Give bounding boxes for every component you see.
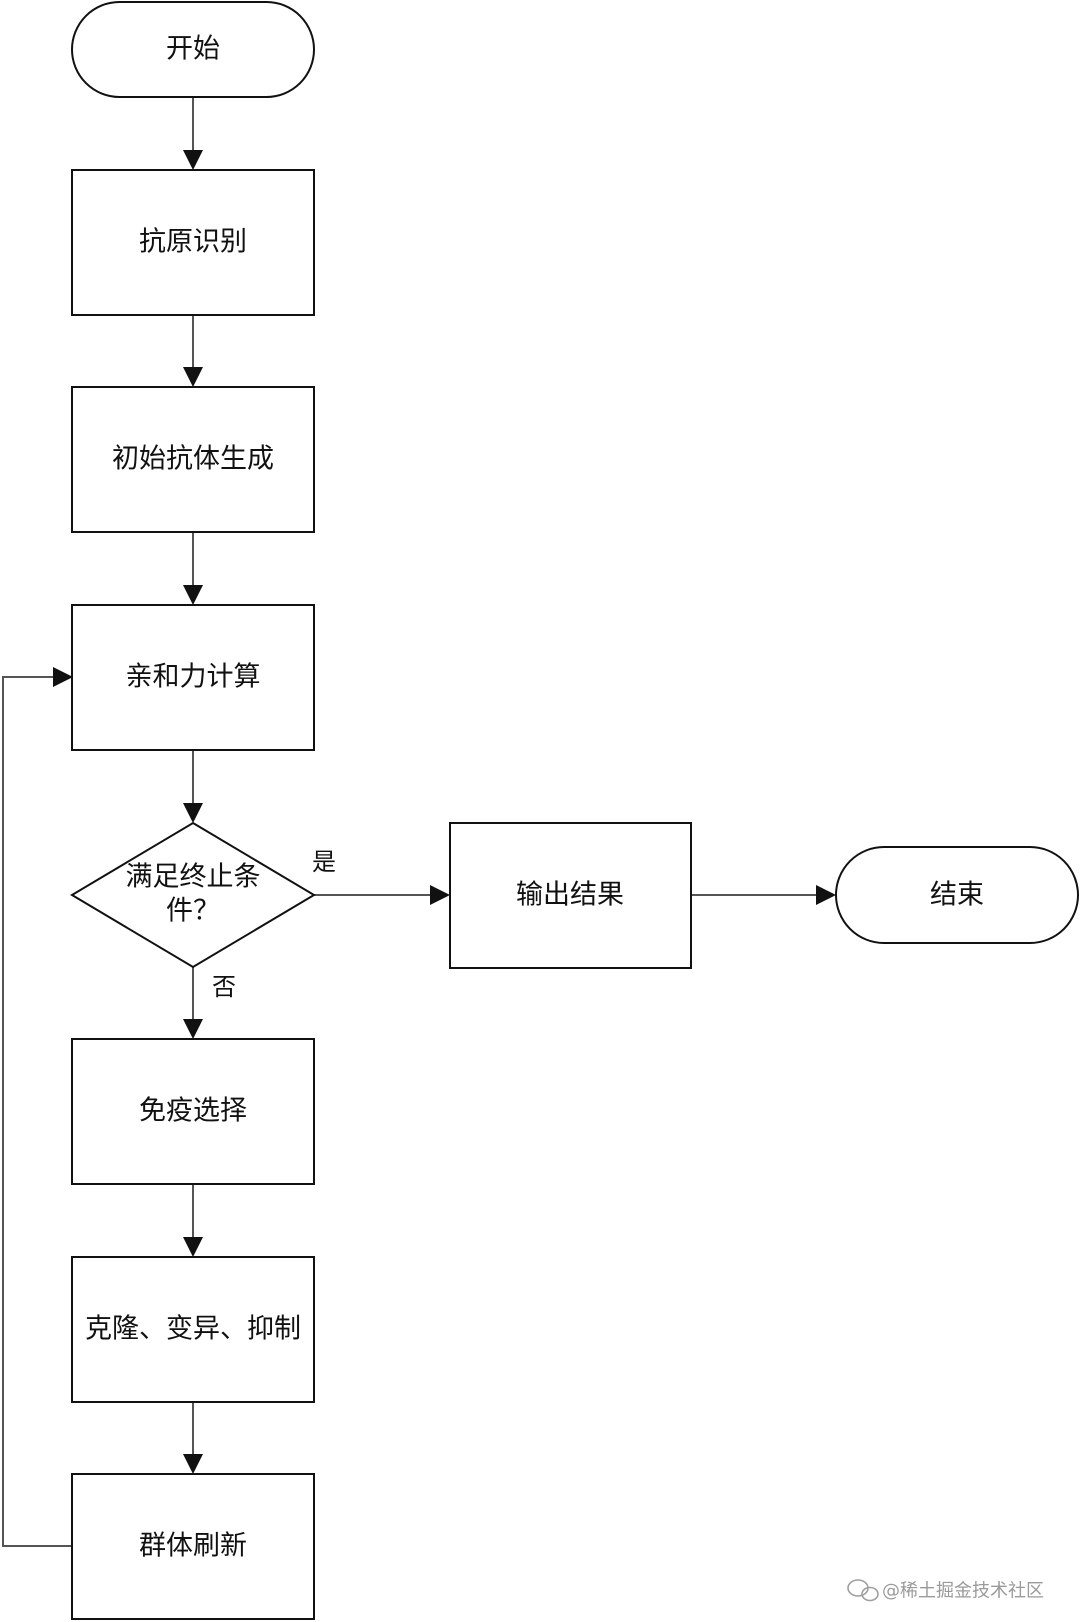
antigen-process xyxy=(71,169,315,316)
decision-label-line2: 件？ xyxy=(166,896,220,927)
affinity-process xyxy=(71,604,315,751)
antigen-label: 抗原识别 xyxy=(139,227,247,258)
yes-label: 是 xyxy=(312,848,336,876)
edge-labels: 是 否 xyxy=(212,848,336,1001)
output-label: 输出结果 xyxy=(516,880,624,911)
output-process xyxy=(449,822,692,969)
edges xyxy=(2,97,836,1547)
population-refresh-process xyxy=(71,1473,315,1620)
end-terminator xyxy=(835,846,1079,944)
affinity-label: 亲和力计算 xyxy=(126,662,261,693)
decision-label-line1: 满足终止条 xyxy=(126,862,261,893)
start-label: 开始 xyxy=(166,34,220,65)
watermark: @稀土掘金技术社区 xyxy=(847,1579,1044,1602)
init-label: 初始抗体生成 xyxy=(112,444,274,475)
start-terminator xyxy=(71,1,315,98)
watermark-text: @稀土掘金技术社区 xyxy=(882,1581,1044,1602)
end-label: 结束 xyxy=(930,880,984,911)
nodes xyxy=(70,1,1079,1620)
refresh-label: 群体刷新 xyxy=(139,1531,247,1562)
wechat-icon xyxy=(847,1579,879,1602)
no-label: 否 xyxy=(212,973,236,1001)
edge-refresh-loop-to-affinity xyxy=(2,667,73,1547)
immune-selection-process xyxy=(71,1038,315,1185)
node-labels: 开始 抗原识别 初始抗体生成 亲和力计算 满足终止条 件？ 输出结果 结束 免疫… xyxy=(85,34,984,1562)
clone-label: 克隆、变异、抑制 xyxy=(85,1314,301,1345)
clone-mutation-process xyxy=(71,1256,315,1403)
immune-label: 免疫选择 xyxy=(139,1096,247,1127)
termination-decision xyxy=(70,821,316,969)
init-process xyxy=(71,386,315,533)
